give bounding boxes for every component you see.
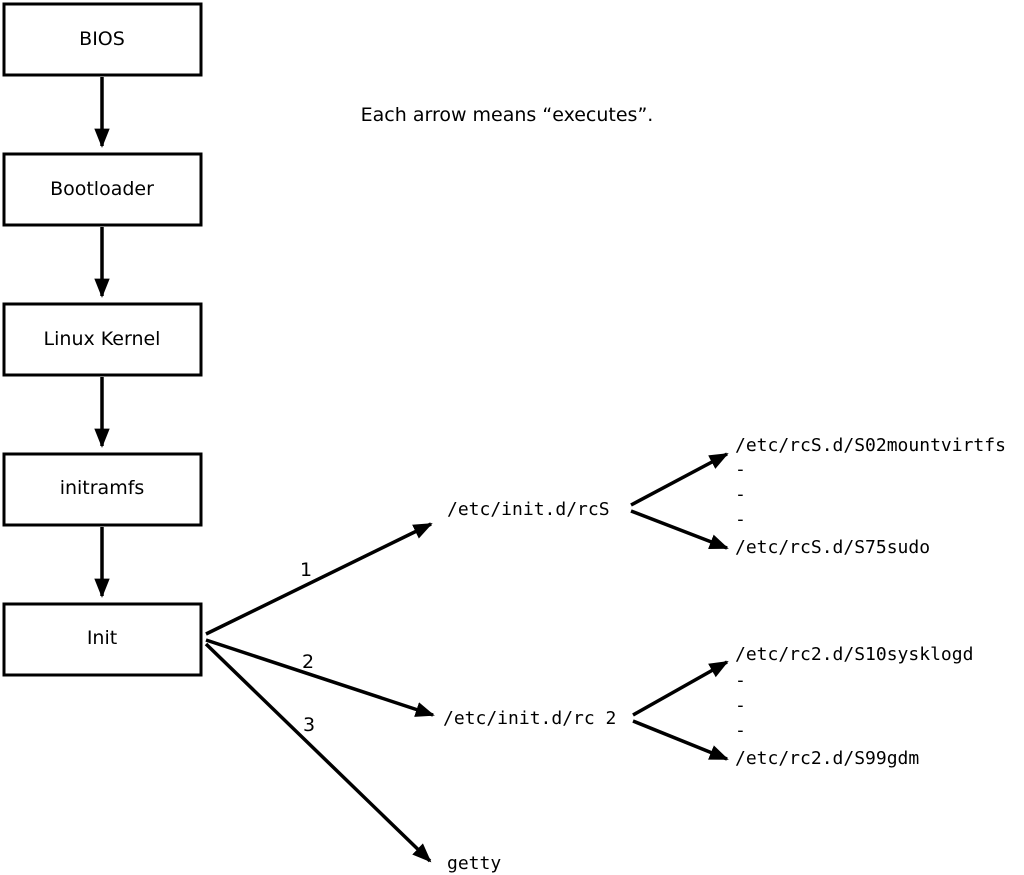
rc2-child-s10sysklogd: /etc/rc2.d/S10sysklogd	[735, 644, 973, 665]
linux-kernel-label: Linux Kernel	[44, 328, 161, 350]
caption-text: Each arrow means “executes”.	[361, 104, 654, 126]
initramfs-box	[2, 452, 203, 527]
bios-box	[2, 2, 203, 77]
arrow-init-to-rc2	[205, 638, 435, 717]
bootloader-label: Bootloader	[50, 178, 154, 200]
bootloader-box	[2, 152, 203, 227]
node-linux-kernel: Linux Kernel	[2, 302, 203, 377]
rc2-child-ellipsis-1: -	[735, 670, 746, 691]
rcs-child-ellipsis-3: -	[735, 509, 746, 530]
rcs-script-label: /etc/init.d/rcS	[447, 499, 610, 520]
bios-label: BIOS	[79, 28, 125, 50]
init-label: Init	[87, 627, 117, 649]
node-initramfs: initramfs	[2, 452, 203, 527]
arrow-init-to-getty	[204, 642, 432, 863]
initramfs-label: initramfs	[60, 477, 145, 499]
rcs-child-s02mountvirtfs: /etc/rcS.d/S02mountvirtfs	[735, 435, 1006, 456]
arrow-rc2-to-s10sysklogd	[632, 660, 729, 717]
arrow-init-to-rcs	[205, 522, 433, 636]
rcs-child-s75sudo: /etc/rcS.d/S75sudo	[735, 537, 930, 558]
arrow-rcs-to-s75sudo	[630, 509, 729, 550]
node-bios: BIOS	[2, 2, 203, 77]
rc2-child-ellipsis-2: -	[735, 695, 746, 716]
rcs-child-ellipsis-2: -	[735, 484, 746, 505]
linux-kernel-box	[2, 302, 203, 377]
edge-label-1: 1	[300, 559, 312, 581]
rc2-child-s99gdm: /etc/rc2.d/S99gdm	[735, 748, 919, 769]
edge-label-3: 3	[303, 714, 315, 736]
node-init: Init	[2, 602, 203, 677]
rc2-script-label: /etc/init.d/rc 2	[443, 708, 616, 729]
edge-label-2: 2	[302, 651, 314, 673]
getty-label: getty	[447, 853, 501, 874]
arrow-rc2-to-s99gdm	[632, 719, 729, 761]
rc2-child-ellipsis-3: -	[735, 720, 746, 741]
init-box	[2, 602, 203, 677]
node-bootloader: Bootloader	[2, 152, 203, 227]
arrow-rcs-to-s02mountvirtfs	[630, 452, 729, 507]
rcs-child-ellipsis-1: -	[735, 459, 746, 480]
